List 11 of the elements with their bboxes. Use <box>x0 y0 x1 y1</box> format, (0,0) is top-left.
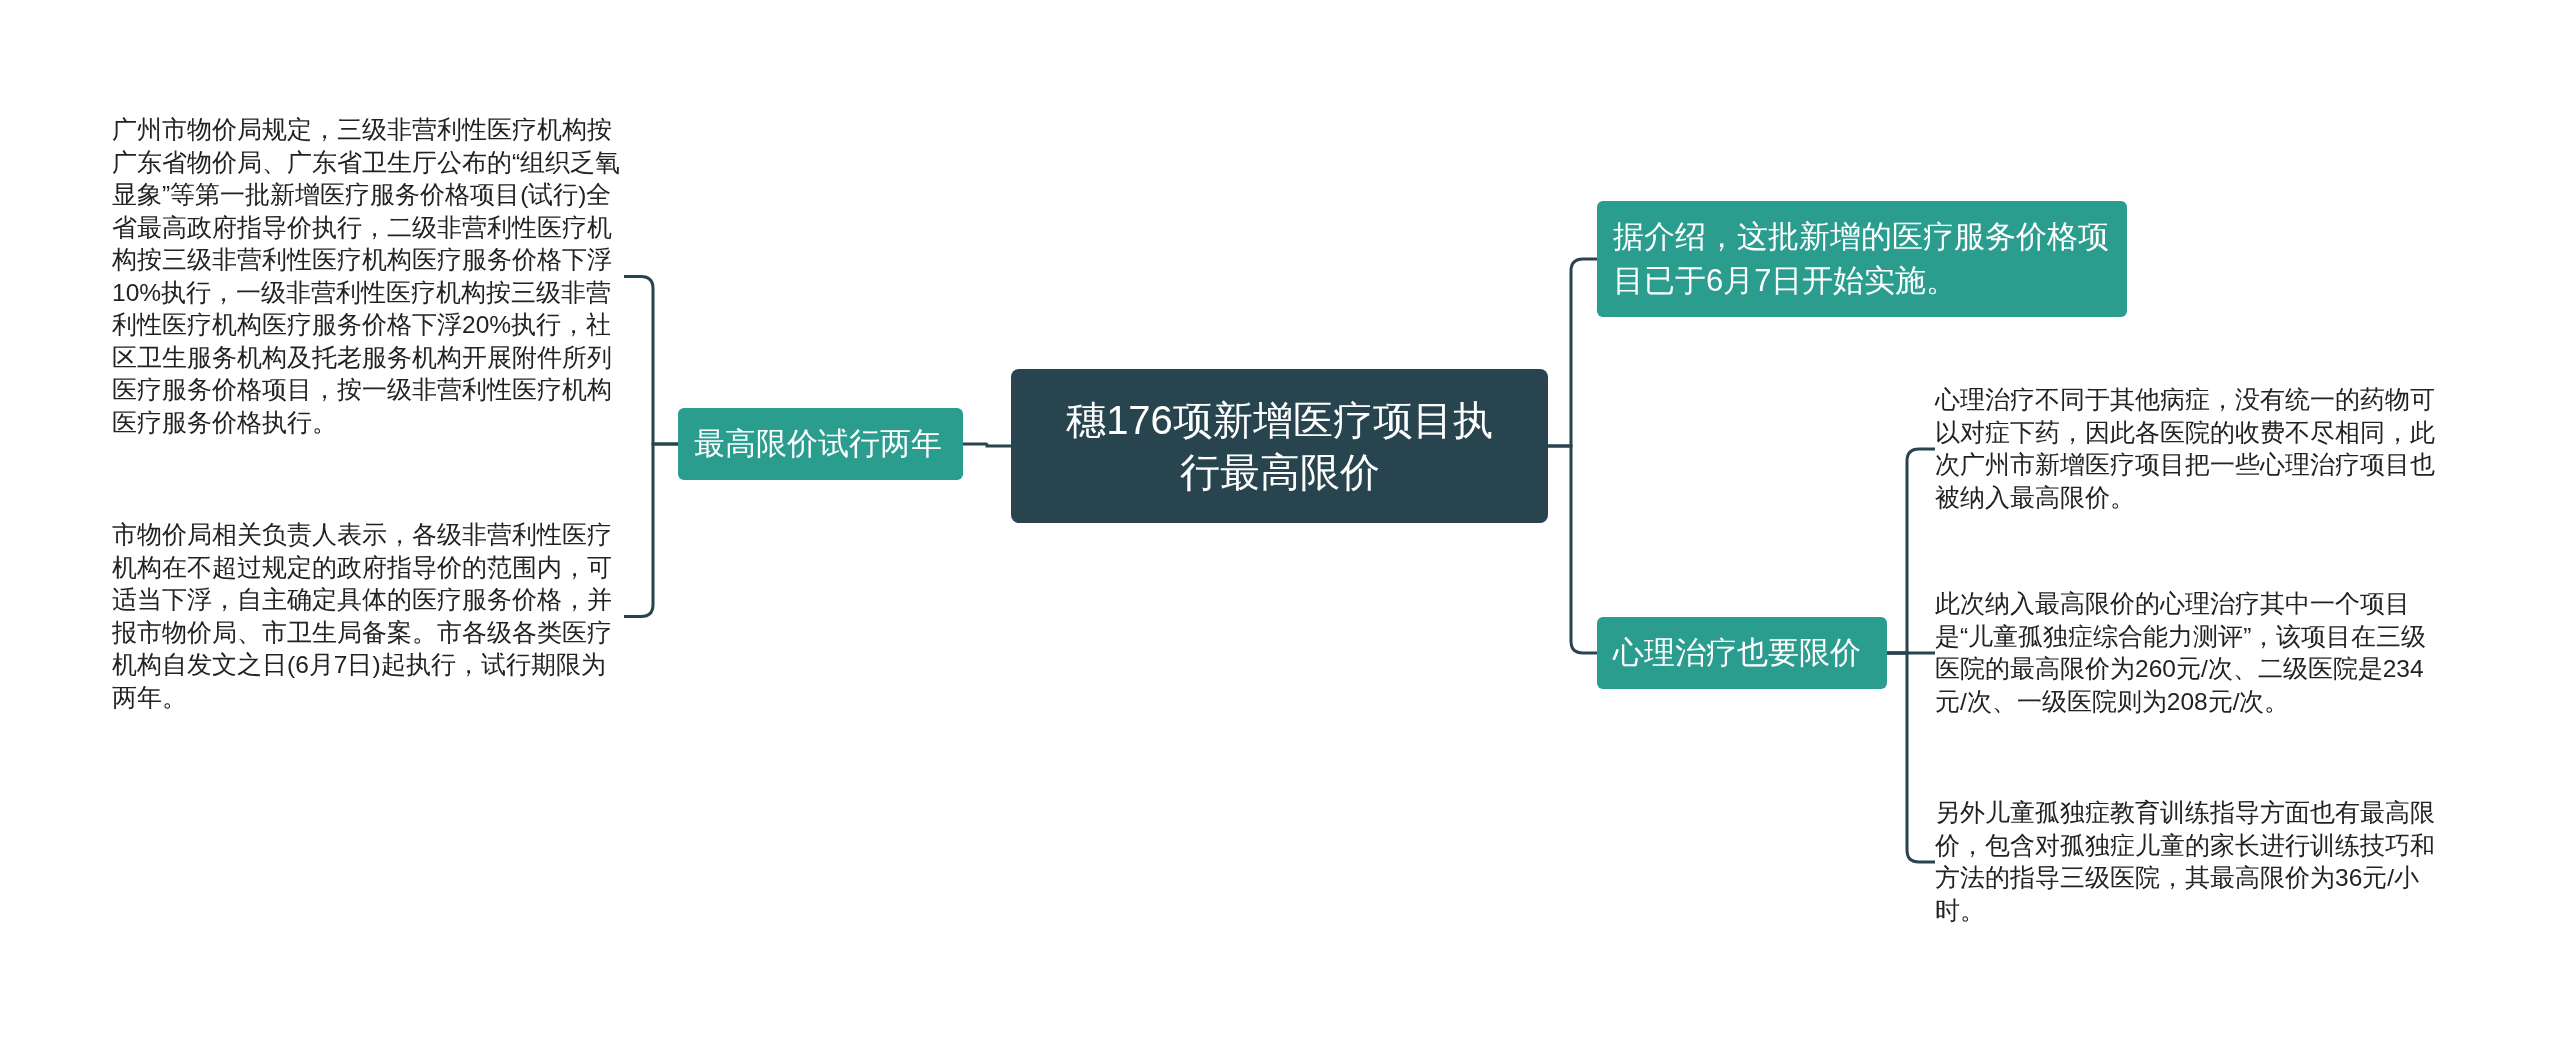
note-text: 另外儿童孤独症教育训练指导方面也有最高限价，包含对孤独症儿童的家长进行训练技巧和方法的指导三级医院，其最高限价为36元/小时。 <box>1935 797 2447 927</box>
branch-box: 据介绍，这批新增的医疗服务价格项目已于6月7日开始实施。 <box>1597 201 2127 317</box>
connector-line <box>963 442 1011 448</box>
note-text: 心理治疗不同于其他病症，没有统一的药物可以对症下药，因此各医院的收费不尽相同，此次广州市新增医疗项目把一些心理治疗项目也被纳入最高限价。 <box>1935 384 2447 514</box>
note-text: 此次纳入最高限价的心理治疗其中一个项目是“儿童孤独症综合能力测评”，该项目在三级医院的最高限价为260元/次、二级医院是234元/次、一级医院则为208元/次。 <box>1935 588 2447 718</box>
branch-box: 心理治疗也要限价 <box>1597 617 1887 689</box>
note-text: 广州市物价局规定，三级非营利性医疗机构按广东省物价局、广东省卫生厅公布的“组织乏氧显象”等第一批新增医疗服务价格项目(试行)全省最高政府指导价执行，二级非营利性医疗机构按三级非营利性医疗机构医疗服务价格下浮10%执行，一级非营利性医疗机构按三级非营利性医疗机构医疗服务价格下浮20%执行，社区卫生服务机构及托老服务机构开展附件所列医疗服务价格项目，按一级非营利性医疗机构医疗服务价格执行。 <box>112 114 624 439</box>
branch-box: 最高限价试行两年 <box>678 408 963 480</box>
connector-line <box>1548 444 1597 655</box>
note-text: 市物价局相关负责人表示，各级非营利性医疗机构在不超过规定的政府指导价的范围内，可适当下浮，自主确定具体的医疗服务价格，并报市物价局、市卫生局备案。市各级各类医疗机构自发文之日(6月7日)起执行，试行期限为两年。 <box>112 519 624 714</box>
topic-box: 穗176项新增医疗项目执行最高限价 <box>1011 369 1548 523</box>
